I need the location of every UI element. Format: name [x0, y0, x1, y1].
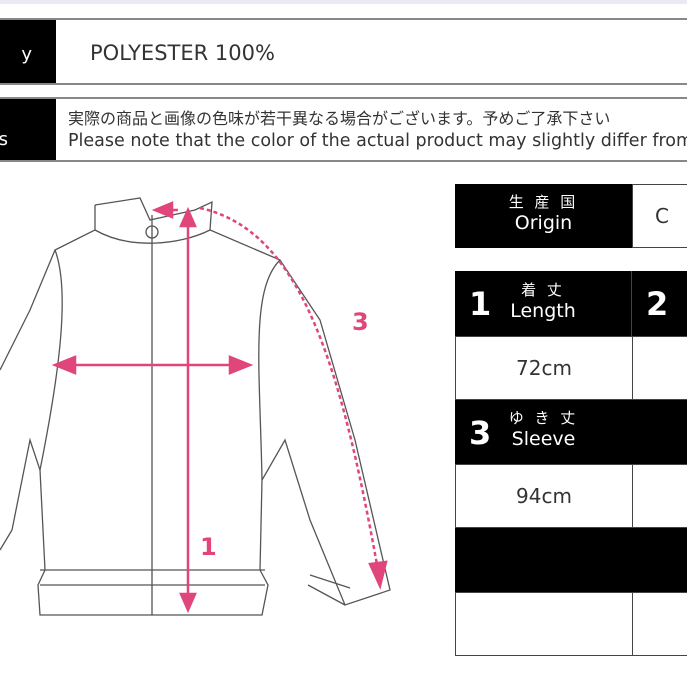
notes-en: Please note that the color of the actual… — [68, 131, 687, 151]
notes-jp: 実際の商品と画像の色味が若干異なる場合がございます。予めご了承下さい — [68, 109, 611, 128]
sleeve-number: 3 — [469, 414, 492, 452]
diagram-label-sleeve: 3 — [352, 308, 369, 336]
col2-value — [632, 336, 687, 400]
origin-en: Origin — [514, 212, 573, 234]
origin-jp: 生 産 国 — [508, 193, 579, 211]
sleeve-jp: ゆ き 丈 — [508, 409, 579, 427]
length-number: 1 — [469, 285, 492, 323]
material-value: POLYESTER 100% — [90, 41, 275, 65]
col2-header: 2 — [632, 271, 687, 336]
top-border — [0, 0, 687, 4]
diagram-label-length: 1 — [200, 533, 217, 561]
material-row: y POLYESTER 100% — [0, 18, 687, 85]
empty-value — [455, 592, 633, 656]
length-jp: 着 丈 — [521, 281, 565, 299]
col4-header — [632, 400, 687, 464]
material-label-text: y — [21, 44, 32, 65]
origin-header: 生 産 国 Origin — [455, 184, 632, 248]
length-header: 1 着 丈 Length — [455, 271, 632, 336]
empty-value-2 — [632, 592, 687, 656]
col2-number: 2 — [646, 285, 669, 323]
sleeve-value: 94cm — [455, 464, 633, 528]
length-value: 72cm — [455, 336, 633, 400]
notes-label: s — [0, 99, 56, 160]
material-label: y — [0, 20, 56, 83]
sleeve-header: 3 ゆ き 丈 Sleeve — [455, 400, 632, 464]
jacket-diagram: 1 3 — [0, 197, 391, 616]
notes-row: s 実際の商品と画像の色味が若干異なる場合がございます。予めご了承下さい Ple… — [0, 97, 687, 162]
origin-value: C — [632, 184, 687, 248]
length-en: Length — [510, 300, 576, 322]
notes-label-text: s — [0, 129, 8, 150]
col4-value — [632, 464, 687, 528]
empty-header — [455, 528, 687, 592]
sleeve-en: Sleeve — [511, 428, 576, 450]
